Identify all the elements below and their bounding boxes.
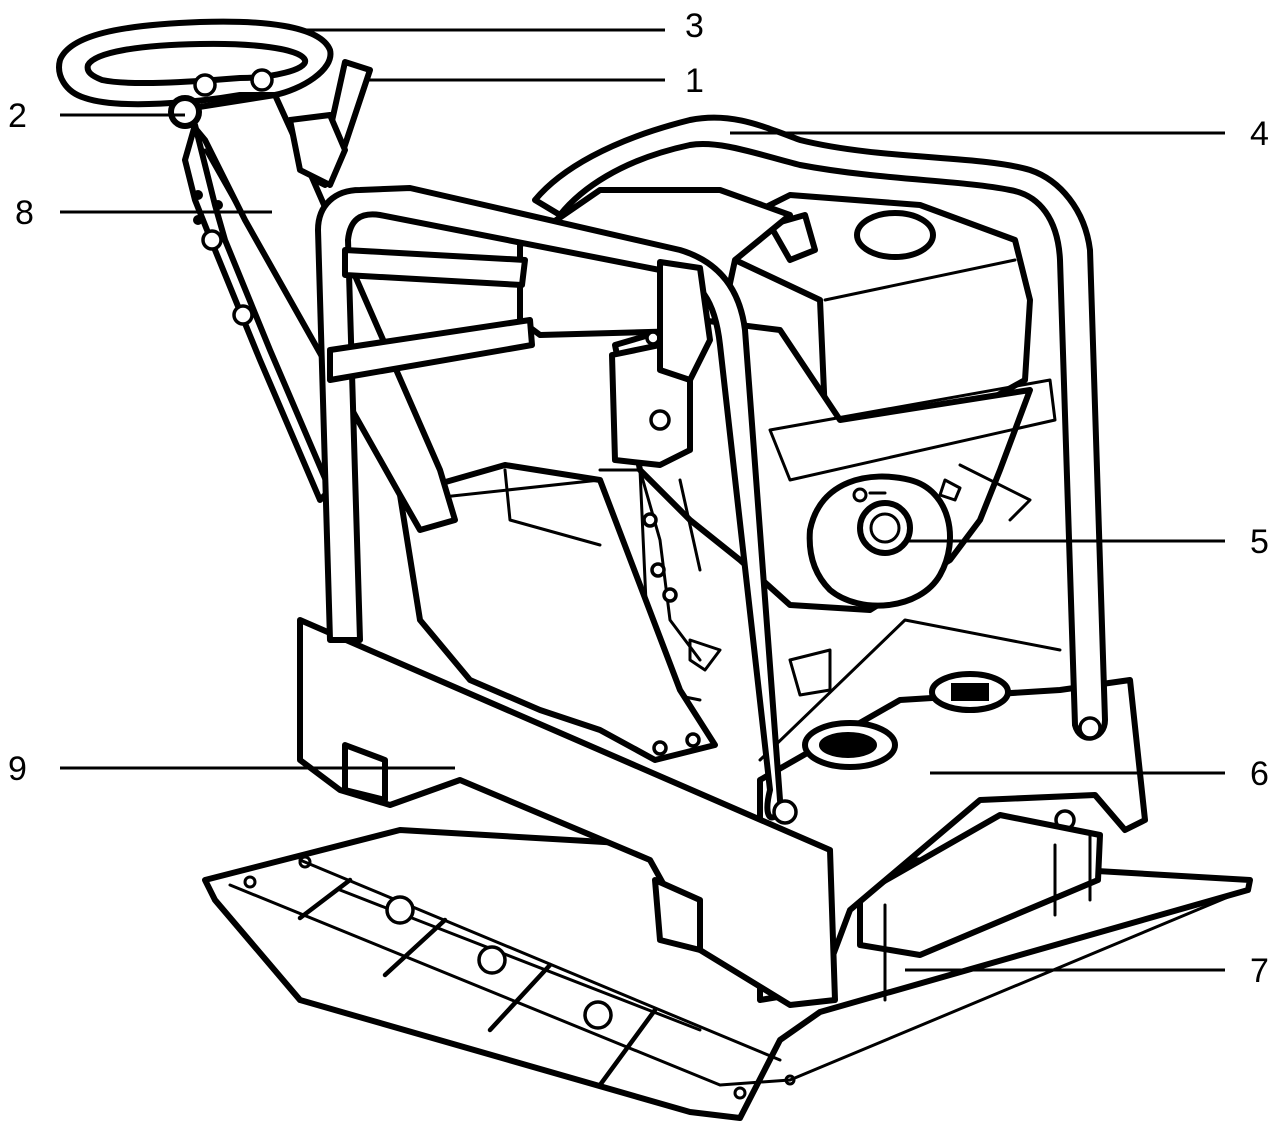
callout-5: 5: [1250, 523, 1269, 561]
front-roll-bar: [315, 185, 798, 825]
guide-handle: [56, 18, 458, 533]
callout-9: 9: [8, 750, 27, 788]
frame-housing: [297, 617, 1148, 1008]
callout-6: 6: [1250, 755, 1269, 793]
base-plate: [202, 809, 1253, 1121]
callout-8: 8: [15, 194, 34, 232]
rear-frame: [532, 114, 1108, 741]
callout-2: 2: [8, 97, 27, 135]
callout-4: 4: [1250, 115, 1269, 153]
callout-1: 1: [685, 62, 704, 100]
callout-7: 7: [1250, 952, 1269, 990]
callout-3: 3: [685, 7, 704, 45]
leader-lines: [60, 28, 1225, 972]
engine: [517, 187, 1057, 702]
callout-labels: 3 1 2 4 8 5 6 9 7: [8, 7, 1269, 990]
